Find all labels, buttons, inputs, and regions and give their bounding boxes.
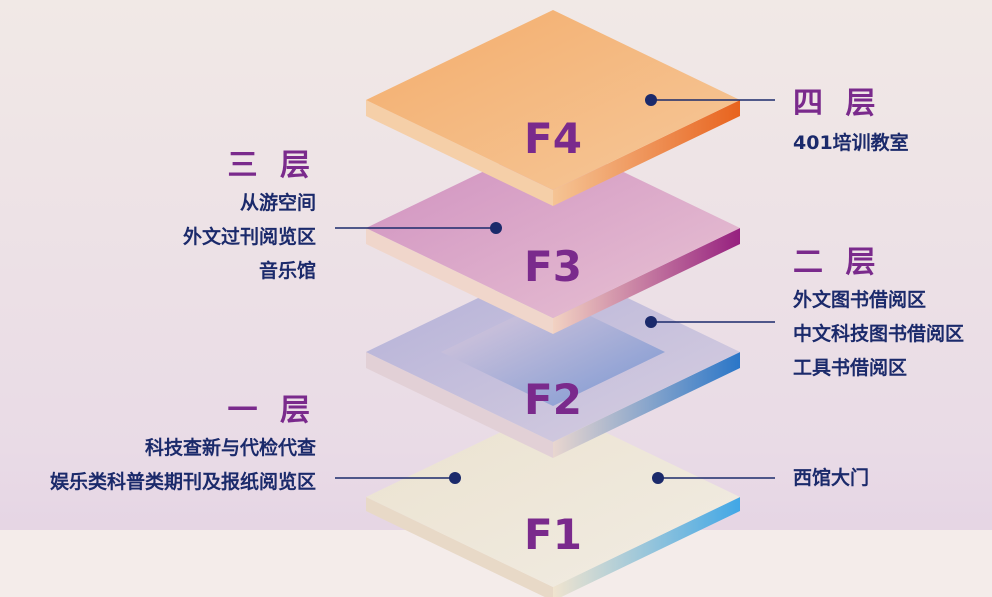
f1-item-1: 科技查新与代检代查 <box>144 437 316 459</box>
f1-leader <box>335 472 461 484</box>
f2-marker-dot <box>645 316 657 328</box>
f2-heading: 二 层 <box>793 245 882 280</box>
floor-f4-label: F4 <box>524 114 582 163</box>
f3-leader <box>335 222 502 234</box>
f1-label-group: 一 层 科技查新与代检代查 娱乐类科普类期刊及报纸阅览区 <box>50 385 316 499</box>
f4-label-group: 四 层 401培训教室 <box>793 78 909 160</box>
f3-label-group: 三 层 从游空间 外文过刊阅览区 音乐馆 <box>183 140 316 288</box>
f2-item-3: 工具书借阅区 <box>793 357 908 379</box>
f3-marker-dot <box>490 222 502 234</box>
f4-leader <box>645 94 775 106</box>
f2-item-1: 外文图书借阅区 <box>793 289 927 311</box>
f3-item-3: 音乐馆 <box>258 260 316 282</box>
f1-item-2: 娱乐类科普类期刊及报纸阅览区 <box>49 471 316 493</box>
floor-f3-slab: F3 <box>366 138 740 334</box>
floor-f2-label: F2 <box>524 375 582 424</box>
f1-marker-dot <box>449 472 461 484</box>
f2-label-group: 二 层 外文图书借阅区 中文科技图书借阅区 工具书借阅区 <box>793 237 964 385</box>
floor-f1-slab: F1 <box>366 407 740 597</box>
f3-item-2: 外文过刊阅览区 <box>182 226 316 248</box>
f3-heading: 三 层 <box>227 148 316 183</box>
entrance-marker-dot <box>652 472 664 484</box>
floor-f2-slab: F2 <box>366 262 740 458</box>
floor-f4-slab: F4 <box>366 10 740 206</box>
f1-heading: 一 层 <box>227 393 316 428</box>
entrance-label: 西馆大门 <box>793 467 870 489</box>
f3-item-1: 从游空间 <box>239 192 316 214</box>
f4-marker-dot <box>645 94 657 106</box>
f4-heading: 四 层 <box>793 86 882 121</box>
f2-item-2: 中文科技图书借阅区 <box>793 323 965 345</box>
entrance-leader <box>652 472 775 484</box>
floor-f3-label: F3 <box>524 242 582 291</box>
f4-item-1: 401培训教室 <box>793 132 909 154</box>
floor-f1-label: F1 <box>524 510 582 559</box>
f2-leader <box>645 316 775 328</box>
